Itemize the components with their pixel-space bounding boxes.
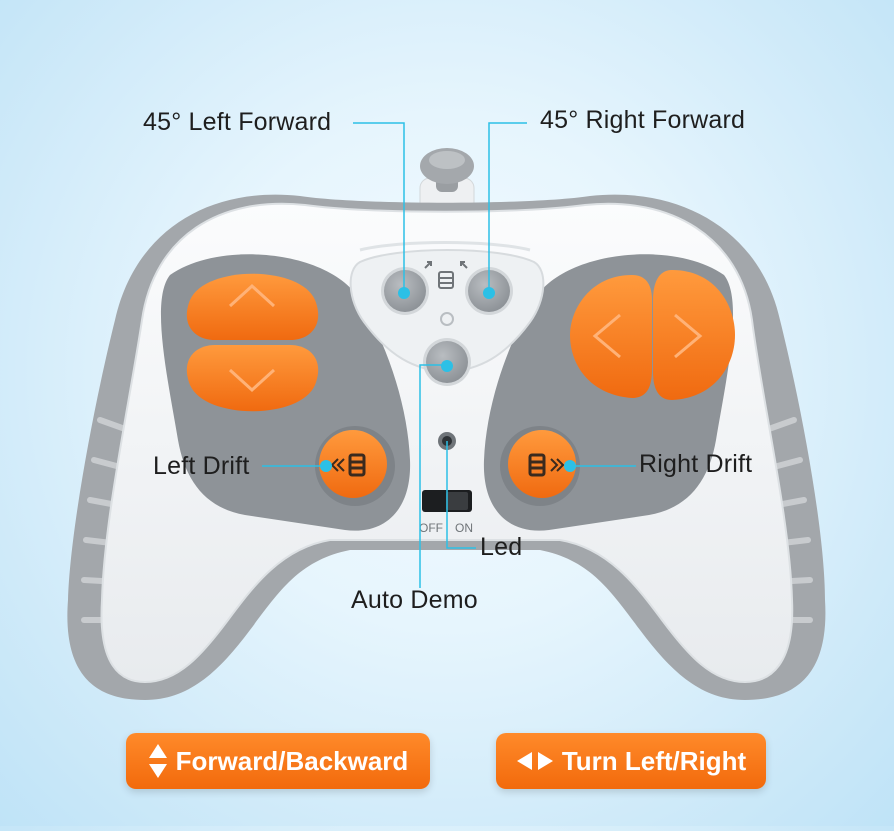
- left-right-arrows-icon: [516, 750, 554, 772]
- chevron-right-icon: [550, 458, 565, 472]
- forward-backward-label: Forward/Backward: [175, 745, 409, 776]
- callout-auto-demo: Auto Demo: [351, 586, 478, 614]
- callout-left-drift: Left Drift: [153, 452, 250, 480]
- chevron-left-icon: [330, 458, 345, 472]
- turn-left-right-legend: Turn Left/Right: [496, 733, 766, 789]
- callout-left-forward: 45° Left Forward: [143, 108, 332, 136]
- turn-left-button[interactable]: [570, 275, 652, 398]
- callout-dots: [320, 287, 576, 472]
- callout-led: Led: [480, 533, 523, 561]
- switch-on-label: ON: [455, 521, 473, 535]
- forward-backward-legend: Forward/Backward: [126, 733, 430, 789]
- right-drift-button[interactable]: [500, 426, 580, 506]
- turn-right-button[interactable]: [653, 270, 735, 400]
- up-down-arrows-icon: [148, 743, 168, 779]
- callout-right-drift: Right Drift: [639, 450, 753, 478]
- backward-button[interactable]: [186, 345, 319, 412]
- left-drift-button[interactable]: [315, 426, 395, 506]
- car-diagonal-icon: [424, 261, 468, 289]
- car-icon: [348, 453, 366, 477]
- turn-left-right-label: Turn Left/Right: [561, 745, 747, 776]
- callout-right-forward: 45° Right Forward: [540, 106, 746, 134]
- forward-button[interactable]: [186, 273, 319, 340]
- auto-demo-icon: [440, 312, 454, 326]
- switch-off-label: OFF: [419, 521, 443, 535]
- car-icon: [528, 453, 546, 477]
- callout-lines: [262, 122, 636, 588]
